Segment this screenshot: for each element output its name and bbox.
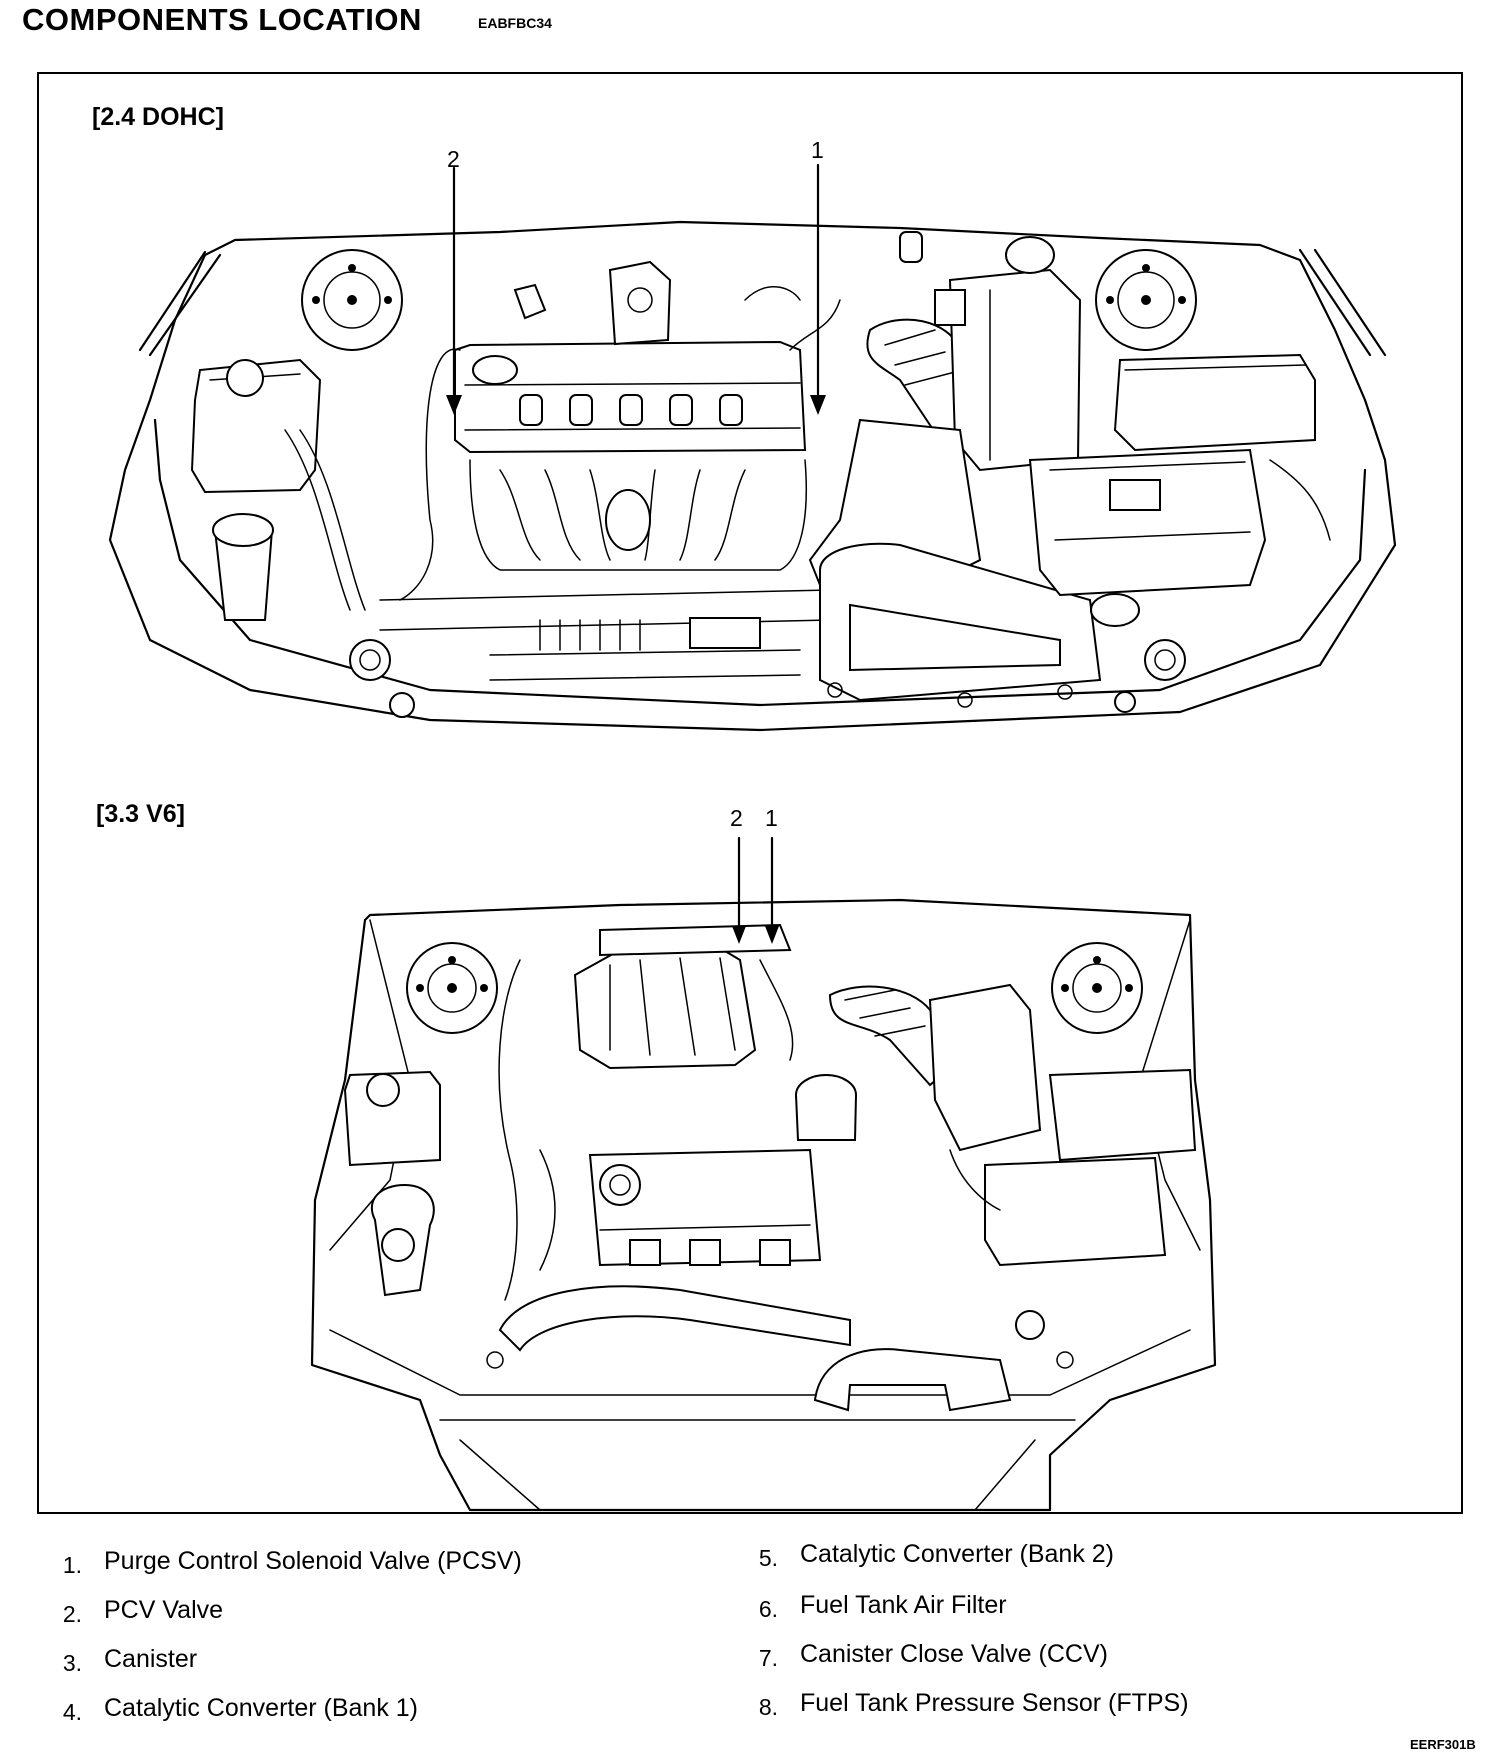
legend-item: Canister — [104, 1645, 198, 1673]
diagram-label-dohc: [2.4 DOHC] — [92, 103, 224, 131]
callout-2-dohc: 2 — [447, 146, 460, 172]
callout-1-v6: 1 — [765, 805, 778, 831]
legend-number: 5. — [758, 1545, 778, 1571]
legend-item: Canister Close Valve (CCV) — [800, 1640, 1108, 1668]
figure-frame — [37, 72, 1463, 1514]
callout-arrows-v6 — [732, 836, 779, 944]
engine-bay-2-4-dohc — [108, 220, 1397, 732]
figure-code: EERF301B — [1410, 1737, 1476, 1752]
legend-item: Fuel Tank Air Filter — [800, 1591, 1007, 1619]
legend-number: 1. — [62, 1552, 82, 1578]
legend-item: Fuel Tank Pressure Sensor (FTPS) — [800, 1689, 1189, 1717]
callout-arrows-dohc — [446, 163, 826, 415]
legend-number: 4. — [62, 1699, 82, 1725]
legend-number: 8. — [758, 1694, 778, 1720]
page-title: COMPONENTS LOCATION — [22, 2, 422, 37]
legend-number: 7. — [758, 1645, 778, 1671]
diagram-label-v6: [3.3 V6] — [96, 800, 185, 828]
section-code: EABFBC34 — [478, 15, 552, 31]
engine-bay-3-3-v6 — [310, 898, 1217, 1512]
legend-number: 3. — [62, 1650, 82, 1676]
legend-item: Catalytic Converter (Bank 2) — [800, 1540, 1115, 1568]
legend-item: Catalytic Converter (Bank 1) — [104, 1694, 419, 1722]
callout-2-v6: 2 — [730, 805, 743, 831]
callout-1-dohc: 1 — [811, 137, 824, 163]
legend-number: 2. — [62, 1601, 82, 1627]
legend-item: Purge Control Solenoid Valve (PCSV) — [104, 1547, 522, 1575]
legend-item: PCV Valve — [104, 1596, 224, 1624]
legend-number: 6. — [758, 1596, 778, 1622]
